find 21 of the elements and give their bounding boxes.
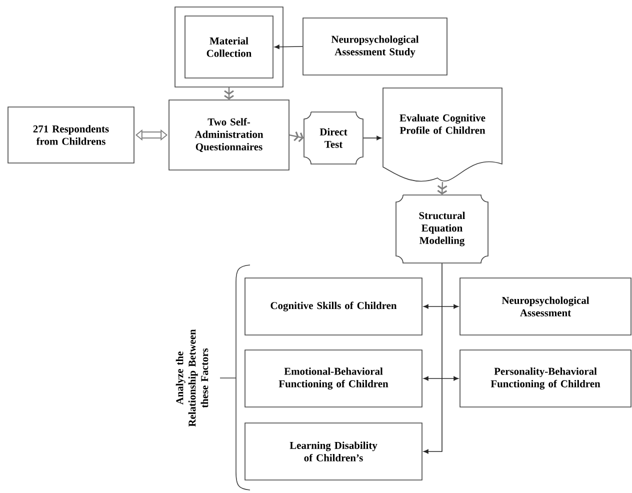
arrow bbox=[363, 136, 382, 140]
arrow bbox=[424, 304, 459, 309]
process-box: Learning Disability of Children’s bbox=[244, 422, 422, 480]
arrow bbox=[424, 263, 442, 454]
arrow bbox=[424, 376, 459, 381]
process-box: Two Self-Administration Questionnaires bbox=[168, 100, 290, 170]
process-box: Emotional-Behavioral Functioning of Children bbox=[244, 350, 422, 408]
process-box bbox=[174, 6, 284, 88]
bevel-box: Structural Equation Modelling bbox=[396, 194, 488, 264]
process-box: 271 Respondents from Childrens bbox=[8, 106, 134, 164]
rotated-label: Analyze the Relationship Between these Factors bbox=[176, 329, 208, 427]
arrow bbox=[274, 44, 303, 50]
process-box: Neuropsychological Assessment bbox=[460, 278, 632, 336]
chevron-arrow bbox=[289, 132, 304, 142]
bevel-box: Direct Test bbox=[304, 112, 364, 164]
process-box: Neuropsychological Assessment Study bbox=[302, 18, 448, 76]
process-box: Cognitive Skills of Children bbox=[244, 278, 422, 336]
process-box: Personality-Behavioral Functioning of Children bbox=[460, 350, 632, 408]
chevron-arrow bbox=[437, 182, 448, 195]
chevron-arrow bbox=[224, 87, 234, 100]
process-box: Material Collection bbox=[184, 16, 274, 78]
